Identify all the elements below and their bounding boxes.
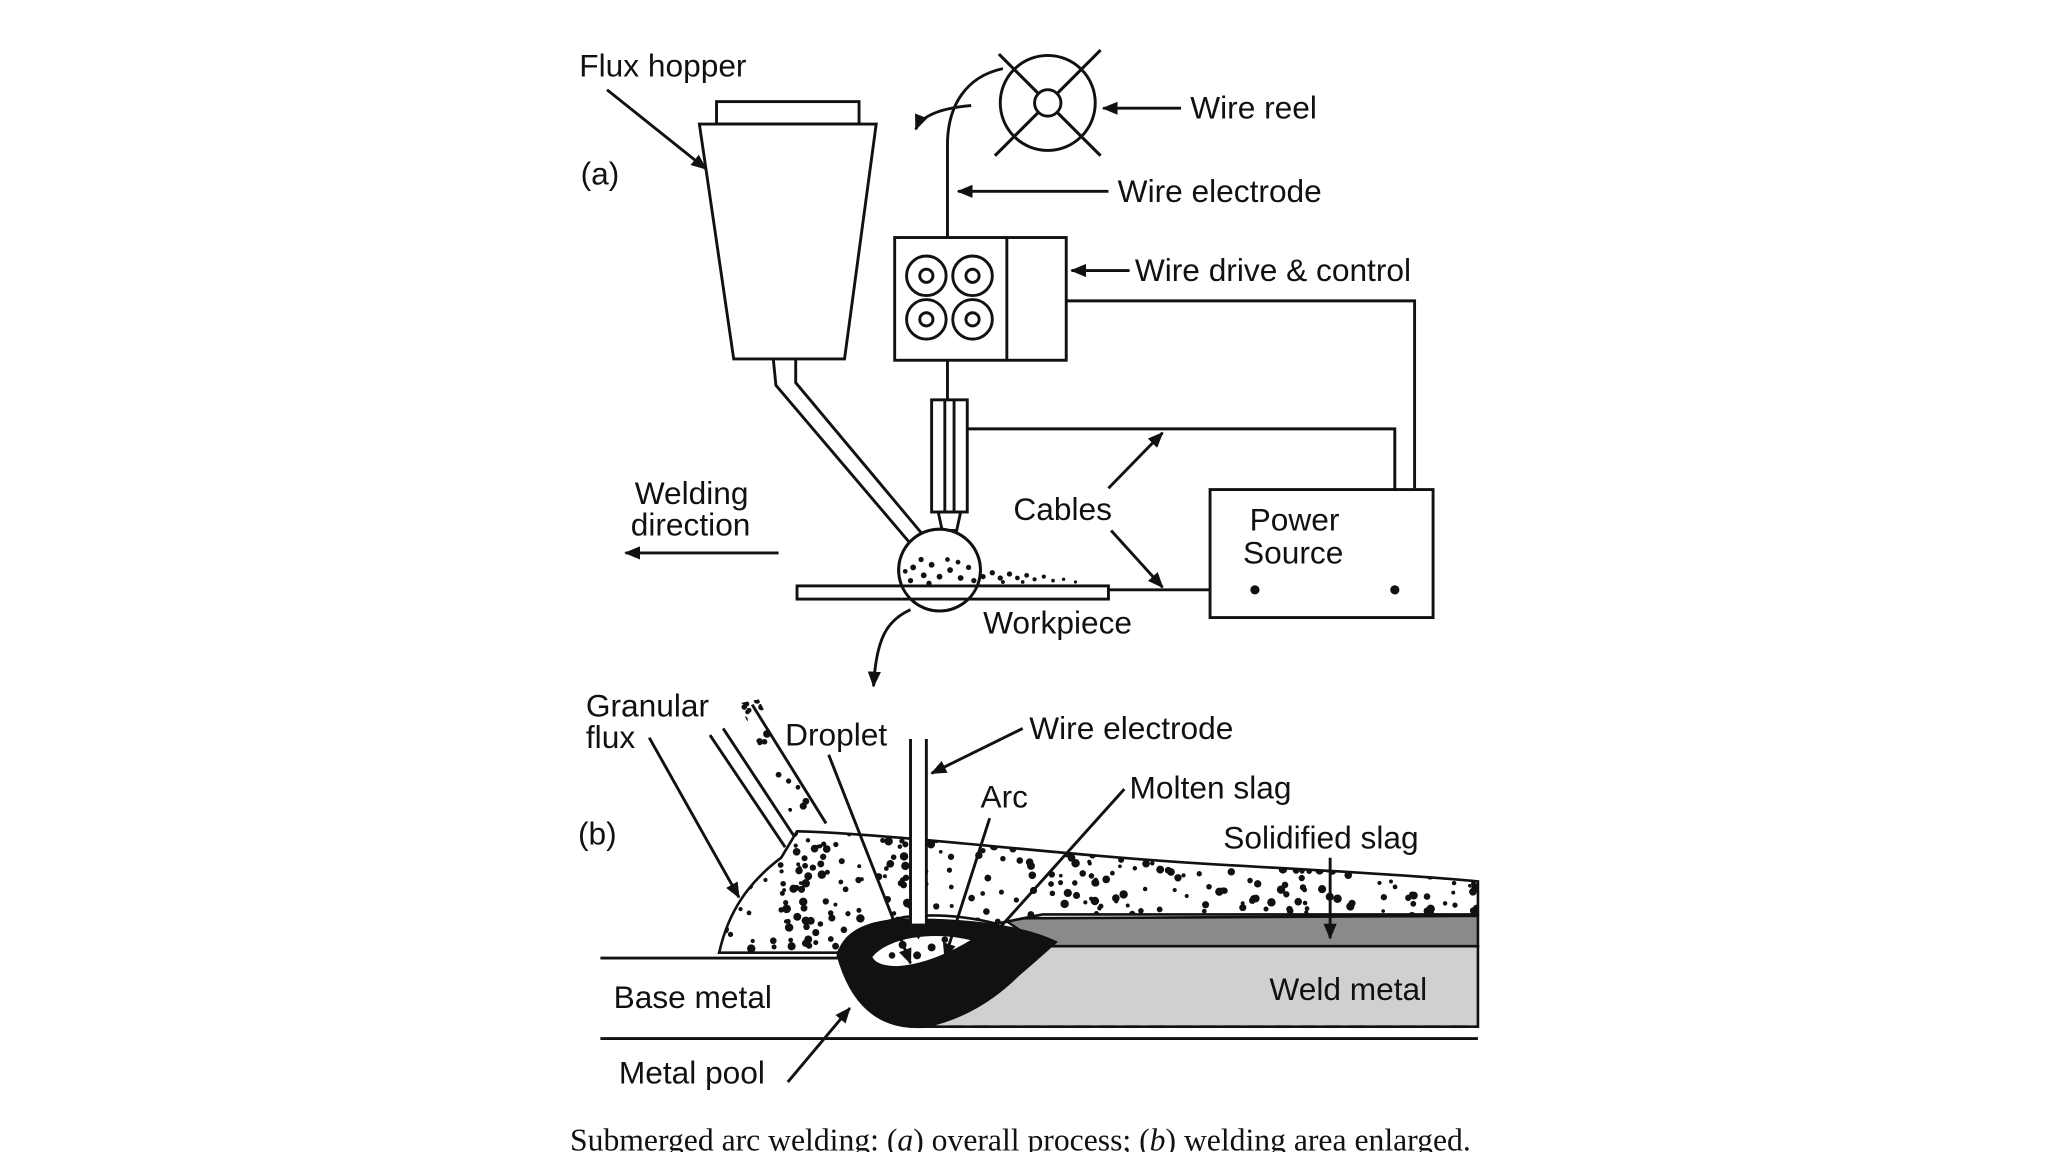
wire-reel-label: Wire reel bbox=[1190, 90, 1317, 126]
panel-a: (a) Flux hopper Wire reel Wire e bbox=[579, 48, 1435, 688]
panel-a-label: (a) bbox=[581, 156, 620, 192]
wire-drive-label: Wire drive & control bbox=[1135, 252, 1411, 288]
solidified-slag-region bbox=[998, 914, 1480, 948]
base-metal-label: Base metal bbox=[614, 979, 772, 1015]
panel-b-label: (b) bbox=[578, 816, 617, 852]
droplet-label: Droplet bbox=[785, 717, 887, 753]
metal-pool-arrow bbox=[786, 1007, 851, 1083]
cables-arrow-bottom bbox=[1110, 529, 1164, 589]
arc-label: Arc bbox=[980, 779, 1027, 815]
flux-hopper-arrow bbox=[606, 88, 708, 171]
granular-flux-label-line1: Granular bbox=[586, 688, 710, 724]
wire-electrode-label: Wire electrode bbox=[1118, 173, 1322, 209]
reel-rotation-arrow bbox=[914, 104, 972, 131]
flux-deposit bbox=[980, 570, 1078, 584]
arc-arrow bbox=[942, 817, 992, 960]
power-source-label-line1: Power bbox=[1250, 501, 1340, 537]
cables-arrow-top bbox=[1107, 431, 1164, 490]
wire-drive-unit bbox=[893, 236, 1068, 362]
control-cable bbox=[1066, 299, 1417, 489]
power-source-label-line2: Source bbox=[1243, 534, 1343, 570]
weld-metal-label: Weld metal bbox=[1269, 971, 1427, 1007]
welding-direction-line1: Welding bbox=[635, 475, 749, 511]
droplet-arrow bbox=[827, 754, 912, 965]
wire-reel-icon bbox=[993, 49, 1102, 157]
contact-tube bbox=[930, 398, 969, 532]
flux-dots-in-circle bbox=[902, 556, 977, 586]
wire-electrode-b bbox=[909, 738, 928, 940]
solidified-slag-label: Solidified slag bbox=[1223, 819, 1418, 855]
granular-flux-arrow bbox=[647, 736, 741, 899]
enlarge-arrow bbox=[867, 608, 912, 688]
wire-electrode-b-label: Wire electrode bbox=[1029, 710, 1233, 746]
granular-flux-label-line2: flux bbox=[586, 719, 635, 755]
workpiece-label: Workpiece bbox=[983, 604, 1132, 640]
molten-slag-label: Molten slag bbox=[1130, 769, 1292, 805]
flux-hopper-label: Flux hopper bbox=[579, 48, 747, 84]
wire-electrode-b-arrow bbox=[930, 727, 1024, 775]
flux-hopper bbox=[697, 100, 925, 545]
wire-electrode-line bbox=[946, 67, 1004, 522]
welding-direction-line2: direction bbox=[631, 507, 751, 543]
figure-caption: Submerged arc welding: (a) overall proce… bbox=[570, 1123, 1471, 1152]
power-source-box bbox=[1208, 488, 1435, 620]
panel-b: (b) Weld metal bbox=[578, 688, 1480, 1090]
cables-label: Cables bbox=[1013, 491, 1112, 527]
molten-slag-arrow bbox=[983, 788, 1126, 946]
metal-pool-label: Metal pool bbox=[619, 1054, 765, 1090]
